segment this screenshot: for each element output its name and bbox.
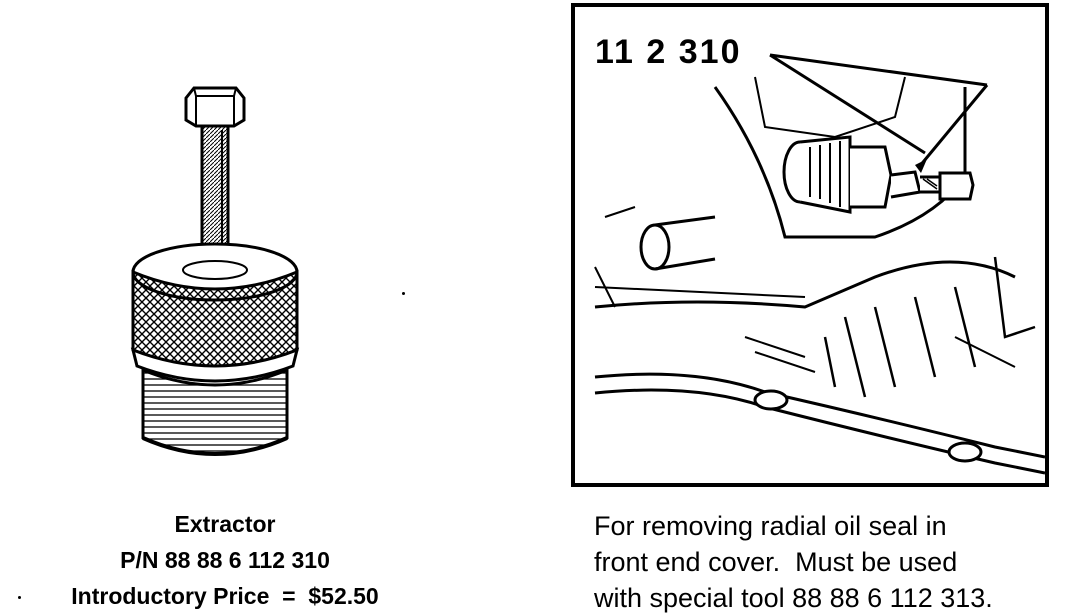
extractor-caption: Extractor P/N 88 88 6 112 310 Introducto… bbox=[0, 506, 450, 614]
part-number: P/N 88 88 6 112 310 bbox=[120, 547, 330, 573]
extractor-tool-illustration bbox=[110, 70, 330, 490]
tool-callout-label: 11 2 310 bbox=[595, 33, 742, 71]
description-line: For removing radial oil seal in bbox=[594, 511, 947, 541]
installation-illustration: 11 2 310 bbox=[571, 3, 1049, 487]
usage-description: For removing radial oil seal in front en… bbox=[594, 508, 1064, 616]
description-line: front end cover. Must be used bbox=[594, 547, 958, 577]
price: Introductory Price = $52.50 bbox=[71, 583, 379, 609]
description-line: with special tool 88 88 6 112 313. bbox=[594, 583, 993, 613]
speck bbox=[402, 292, 405, 295]
tool-name: Extractor bbox=[174, 511, 276, 537]
speck bbox=[18, 596, 21, 599]
